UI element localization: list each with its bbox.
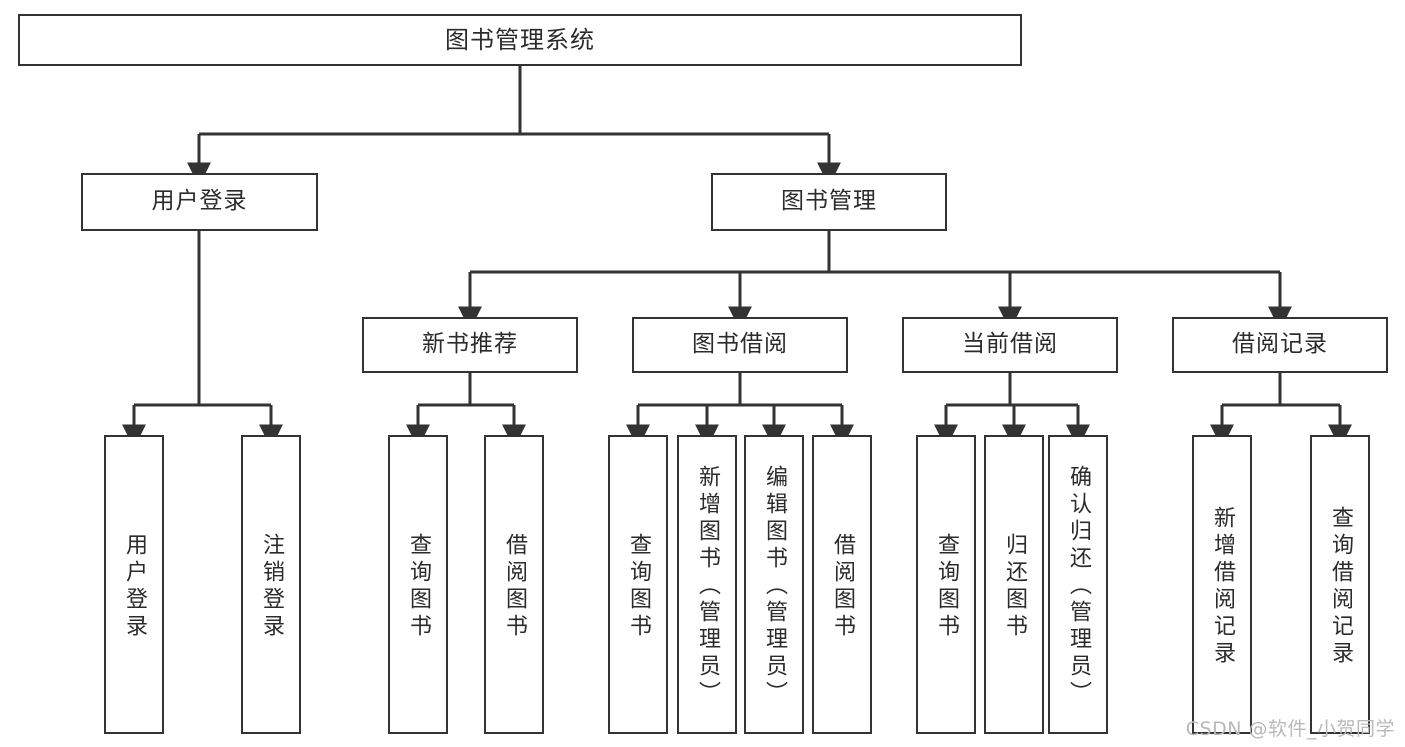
node-root-label: 图书管理系统 (445, 25, 595, 54)
node-user-login-label: 用户登录 (151, 188, 248, 215)
leaf-cb-return-book[interactable]: 归还图书 (984, 435, 1044, 734)
leaf-logout-label: 注销登录 (259, 532, 284, 641)
leaf-bb-borrow-book-label: 借阅图书 (830, 532, 855, 641)
leaf-br-add-record[interactable]: 新增借阅记录 (1192, 435, 1252, 734)
leaf-bb-edit-book-admin[interactable]: 编辑图书（管理员） (744, 435, 804, 734)
leaf-bb-borrow-book[interactable]: 借阅图书 (812, 435, 872, 734)
node-book-management[interactable]: 图书管理 (711, 173, 947, 231)
leaf-bb-edit-book-admin-label: 编辑图书（管理员） (762, 465, 787, 708)
leaf-user-login-label: 用户登录 (122, 532, 147, 641)
leaf-bb-add-book-admin-label: 新增图书（管理员） (695, 465, 720, 708)
leaf-bb-add-book-admin[interactable]: 新增图书（管理员） (677, 435, 737, 734)
leaf-cb-query-book[interactable]: 查询图书 (916, 435, 976, 734)
leaf-cb-return-book-label: 归还图书 (1002, 532, 1027, 641)
leaf-br-query-record[interactable]: 查询借阅记录 (1310, 435, 1370, 734)
node-new-book-recommend-label: 新书推荐 (422, 331, 518, 358)
leaf-logout[interactable]: 注销登录 (241, 435, 301, 734)
leaf-cb-confirm-return-admin[interactable]: 确认归还（管理员） (1048, 435, 1108, 734)
leaf-bb-query-book-label: 查询图书 (626, 532, 651, 641)
node-book-management-label: 图书管理 (781, 188, 877, 215)
node-current-borrow[interactable]: 当前借阅 (902, 317, 1118, 373)
leaf-br-add-record-label: 新增借阅记录 (1210, 505, 1235, 668)
node-borrow-record[interactable]: 借阅记录 (1172, 317, 1388, 373)
node-user-login[interactable]: 用户登录 (81, 173, 318, 231)
node-book-borrow-label: 图书借阅 (692, 331, 788, 358)
leaf-nb-borrow-book-label: 借阅图书 (502, 532, 527, 641)
leaf-br-query-record-label: 查询借阅记录 (1328, 505, 1353, 668)
leaf-cb-confirm-return-admin-label: 确认归还（管理员） (1066, 465, 1091, 708)
node-current-borrow-label: 当前借阅 (962, 331, 1058, 358)
leaf-cb-query-book-label: 查询图书 (934, 532, 959, 641)
leaf-nb-query-book-label: 查询图书 (406, 532, 431, 641)
node-book-borrow[interactable]: 图书借阅 (632, 317, 848, 373)
leaf-bb-query-book[interactable]: 查询图书 (608, 435, 668, 734)
node-borrow-record-label: 借阅记录 (1232, 331, 1328, 358)
leaf-nb-borrow-book[interactable]: 借阅图书 (484, 435, 544, 734)
leaf-user-login[interactable]: 用户登录 (104, 435, 164, 734)
node-new-book-recommend[interactable]: 新书推荐 (362, 317, 578, 373)
leaf-nb-query-book[interactable]: 查询图书 (388, 435, 448, 734)
node-root[interactable]: 图书管理系统 (18, 14, 1022, 66)
